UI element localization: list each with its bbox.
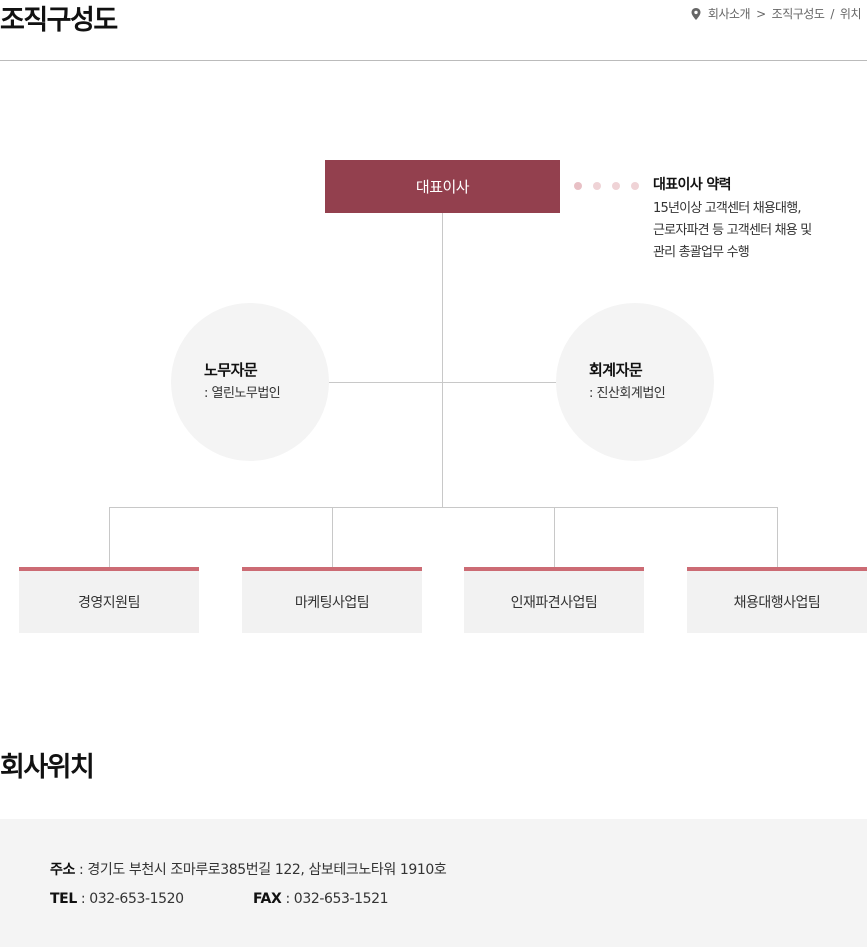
connector-team-3 xyxy=(554,507,555,567)
tel-value: : 032-653-1520 xyxy=(76,891,184,907)
ceo-node: 대표이사 xyxy=(325,160,560,213)
connector-ceo-vertical xyxy=(442,213,443,508)
team-marketing: 마케팅사업팀 xyxy=(242,567,422,633)
career-dots xyxy=(574,182,639,190)
address-label: 주소 xyxy=(50,862,75,878)
location-info-box: 주소 : 경기도 부천시 조마루로385번길 122, 삼보테크노타워 1910… xyxy=(0,819,867,947)
ceo-career: 대표이사 약력 15년이상 고객센터 채용대행, 근로자파견 등 고객센터 채용… xyxy=(653,174,867,264)
team-staffing: 인재파견사업팀 xyxy=(464,567,644,633)
advisor-labor-title: 노무자문 xyxy=(204,361,258,379)
ceo-career-title: 대표이사 약력 xyxy=(653,177,732,193)
breadcrumb-separator: > xyxy=(756,6,766,21)
dot xyxy=(612,182,620,190)
advisor-labor-firm: : 열린노무법인 xyxy=(204,386,281,401)
tel-label: TEL xyxy=(50,891,77,907)
connector-team-2 xyxy=(332,507,333,567)
team-recruitment: 채용대행사업팀 xyxy=(687,567,867,633)
connector-teams-horizontal xyxy=(109,507,778,508)
breadcrumb: 회사소개 > 조직구성도 / 위치 xyxy=(691,5,862,22)
ceo-career-line: 관리 총괄업무 수행 xyxy=(653,245,750,260)
page-title: 조직구성도 xyxy=(0,5,118,36)
connector-team-1 xyxy=(109,507,110,567)
dot xyxy=(631,182,639,190)
breadcrumb-separator: / xyxy=(830,6,834,21)
title-divider xyxy=(0,60,867,61)
address-value: : 경기도 부천시 조마루로385번길 122, 삼보테크노타워 1910호 xyxy=(74,862,447,878)
connector-advisors-horizontal xyxy=(328,382,556,383)
ceo-career-line: 15년이상 고객센터 채용대행, xyxy=(653,201,802,216)
fax-label: FAX xyxy=(253,891,282,907)
breadcrumb-item-org-chart[interactable]: 조직구성도 xyxy=(771,7,825,21)
advisor-accounting-title: 회계자문 xyxy=(589,361,643,379)
fax-group: FAX : 032-653-1521 xyxy=(253,891,389,907)
breadcrumb-item-location[interactable]: 위치 xyxy=(839,7,862,21)
address-row: 주소 : 경기도 부천시 조마루로385번길 122, 삼보테크노타워 1910… xyxy=(50,859,447,879)
team-management-support: 경영지원팀 xyxy=(19,567,199,633)
advisor-accounting: 회계자문 : 진산회계법인 xyxy=(556,303,714,461)
connector-team-4 xyxy=(777,507,778,567)
advisor-accounting-firm: : 진산회계법인 xyxy=(589,386,666,401)
breadcrumb-item-company[interactable]: 회사소개 xyxy=(707,7,751,21)
location-title: 회사위치 xyxy=(0,752,95,783)
location-pin-icon xyxy=(691,7,701,20)
contact-row: TEL : 032-653-1520 FAX : 032-653-1521 xyxy=(50,891,389,907)
dot xyxy=(593,182,601,190)
ceo-career-line: 근로자파견 등 고객센터 채용 및 xyxy=(653,223,812,238)
advisor-labor: 노무자문 : 열린노무법인 xyxy=(171,303,329,461)
fax-value: : 032-653-1521 xyxy=(281,891,389,907)
dot xyxy=(574,182,582,190)
